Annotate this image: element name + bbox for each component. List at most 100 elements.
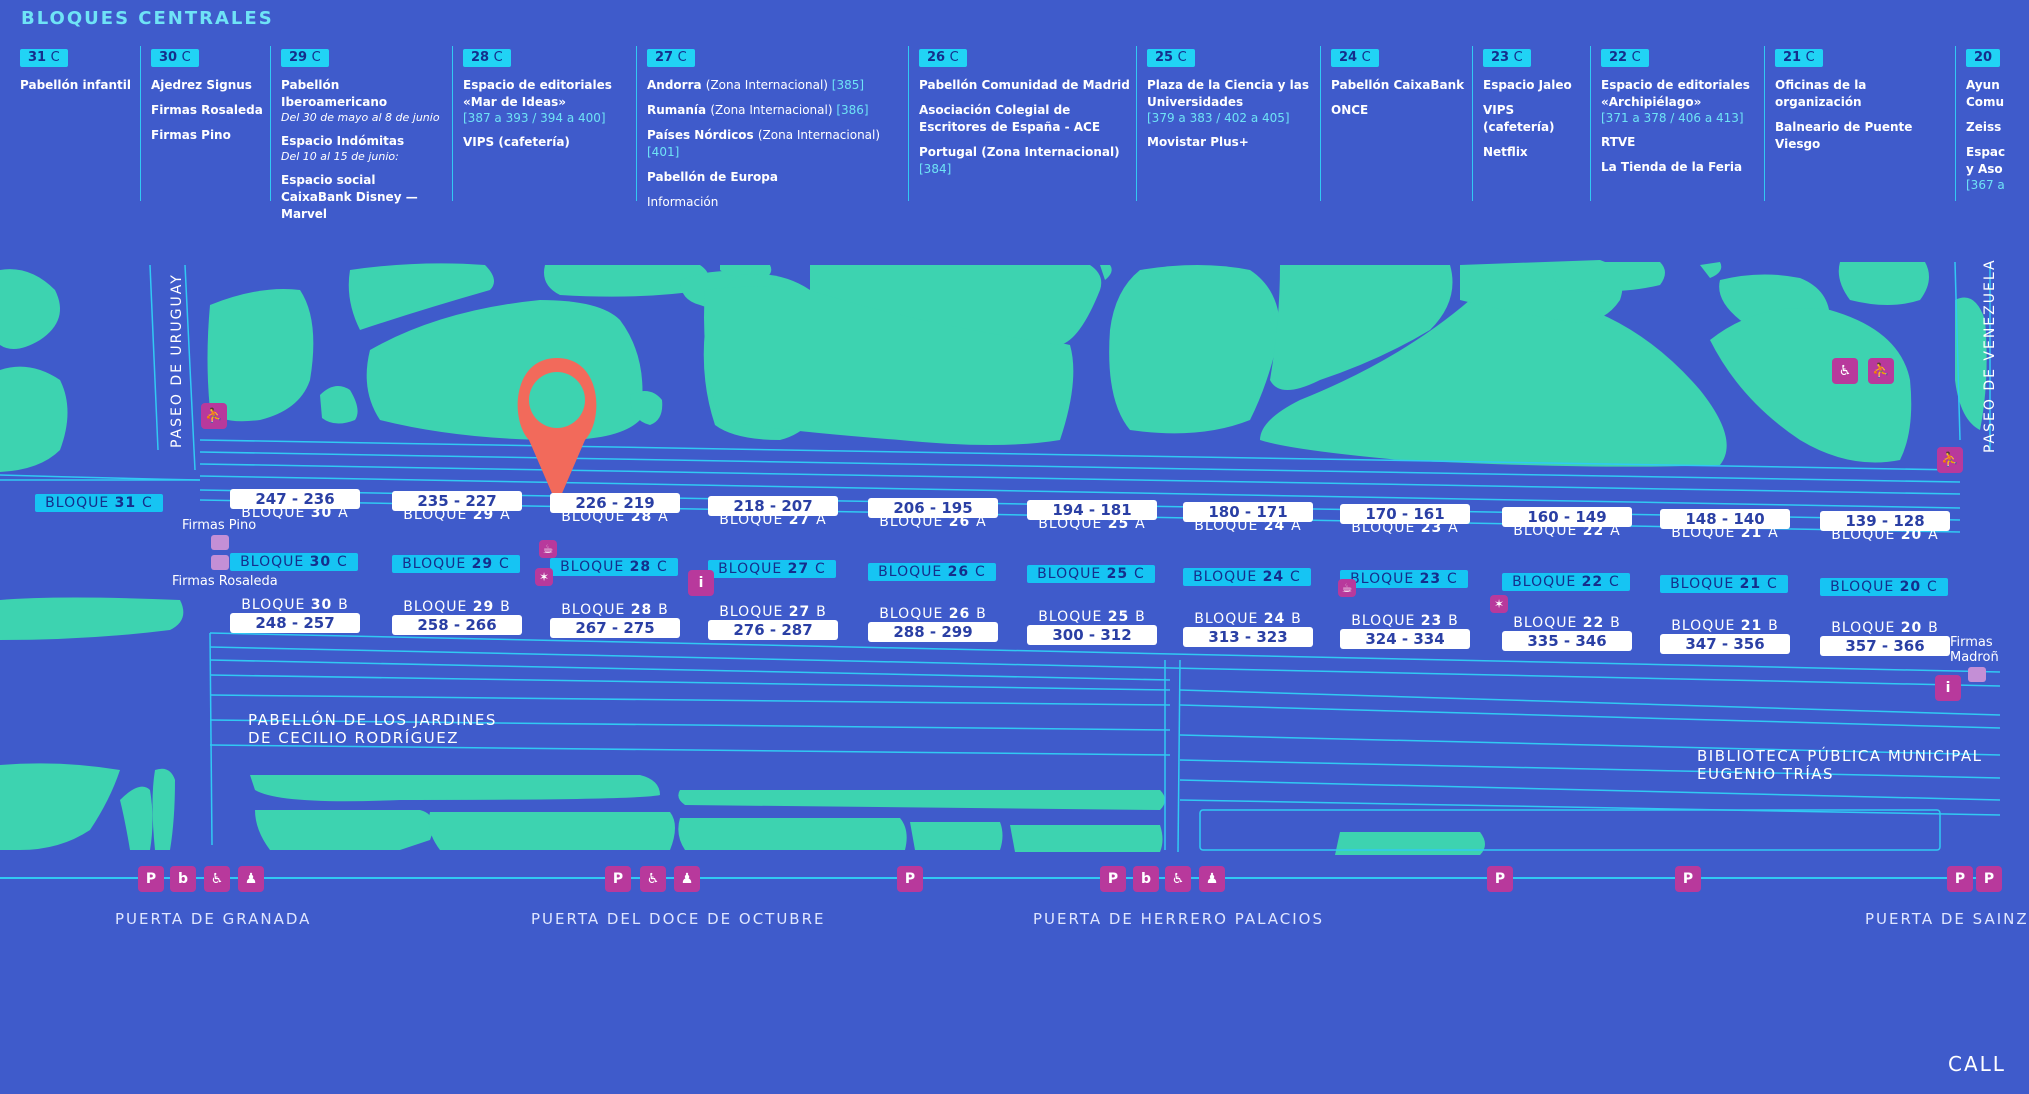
location-pin-icon [517,358,597,505]
entry-zone: (Zona Internacional) [757,128,881,142]
block-word: BLOQUE [1512,573,1582,590]
block-c-24: BLOQUE 24 C [1183,567,1311,586]
block-c-21: BLOQUE 21 C [1660,575,1788,593]
stand-range-20a: 139 - 128 [1820,511,1950,531]
block-letter: A [1610,522,1621,539]
block-tag-letter: C [1361,50,1371,65]
block-tag-letter: C [493,50,503,65]
block-word: BLOQUE [403,507,473,524]
column-entry: Portugal (Zona Internacional) [384] [919,144,1133,178]
block-label-21a: BLOQUE 21 A [1660,525,1790,541]
block-word: BLOQUE [1350,571,1420,587]
column-entry: Firmas Pino [151,128,231,142]
block-word: BLOQUE [1194,610,1264,627]
block-letter: C [142,495,153,511]
block-word: BLOQUE [1193,568,1263,585]
block-word: BLOQUE [1831,527,1901,543]
block-tag-number: 23 [1491,50,1514,65]
block-tag-number: 21 [1783,50,1806,65]
accessible-icon: ♿ [1165,866,1191,892]
block-letter: A [658,509,669,526]
block-number: 26 [948,606,977,623]
block-number: 25 [1107,516,1136,532]
block-number: 29 [471,556,500,572]
column-entry: Pabellón Iberoamericano [281,78,388,109]
block-tag-number: 22 [1609,50,1632,65]
stand-range-30b: 248 - 257 [230,613,360,633]
block-word: BLOQUE [241,505,311,521]
block-label-28b: BLOQUE 28 B [550,602,680,618]
column-entry: Ayun Comu [1966,78,2005,109]
parking-icon: P [605,866,631,892]
block-label-20a: BLOQUE 20 A [1820,527,1950,543]
block-tag-number: 29 [289,50,312,65]
accessible-icon: ♿ [1832,358,1858,384]
bicimad-icon: b [170,866,196,892]
block-label-22b: BLOQUE 22 B [1502,615,1632,631]
block-letter: B [1448,613,1459,630]
block-word: BLOQUE [1513,522,1583,539]
pedestrian-icon: ♟ [1199,866,1225,892]
cafe-icon: ☕ [539,540,557,558]
block-number: 21 [1740,617,1769,634]
block-tag-letter: C [50,50,60,65]
column-entry: La Tienda de la Feria [1601,160,1743,174]
stand-range-21a: 148 - 140 [1660,508,1790,529]
entry-name: Países Nórdicos [647,128,758,142]
signing-marker-pino [211,535,229,550]
block-word: BLOQUE [1513,615,1583,632]
block-label-25b: BLOQUE 25 B [1027,609,1157,625]
column-entry: Oficinas de la organización [1775,78,1867,109]
column-entry: Movistar Plus+ [1147,135,1249,149]
park-areas [0,260,1987,855]
block-label-25a: BLOQUE 25 A [1027,516,1157,532]
stand-range-27a: 218 - 207 [708,495,838,516]
block-letter: B [1928,620,1939,636]
block-word: BLOQUE [561,601,631,618]
block-tag: 28 C [463,49,511,67]
block-number: 27 [788,603,817,620]
block-tag: 21 C [1775,49,1823,67]
block-number: 26 [947,563,976,580]
column-entry: VIPS (cafetería) [1483,103,1555,134]
stand-range-24a: 180 - 171 [1183,502,1313,523]
stand-range-21b: 347 - 356 [1660,633,1790,654]
block-tag: 22 C [1601,49,1649,67]
block-label-29b: BLOQUE 29 B [392,599,522,615]
pedestrian-icon: ♟ [674,866,700,892]
pavilion-label-right: BIBLIOTECA PÚBLICA MUNICIPAL EUGENIO TRÍ… [1697,747,1983,783]
block-letter: B [1135,608,1146,625]
block-label-21b: BLOQUE 21 B [1660,618,1790,634]
restroom-icon: ⛹ [1868,358,1894,384]
column-entry: Balneario de Puente Viesgo [1775,120,1913,151]
block-letter: B [338,597,349,613]
entry-range: [401] [647,145,680,159]
block-letter: A [976,513,987,530]
block-label-24a: BLOQUE 24 A [1183,518,1313,534]
block-letter: C [1447,571,1458,587]
block-word: BLOQUE [719,603,789,620]
cafe-icon: ☕ [1338,579,1356,597]
entry-name: Portugal (Zona Internacional) [919,145,1120,159]
block-c-29: BLOQUE 29 C [392,555,520,573]
stand-range-24b: 313 - 323 [1183,626,1313,647]
block-number: 30 [310,597,339,613]
block-c-30: BLOQUE 30 C [230,552,358,571]
stand-range-28a: 226 - 219 [550,493,680,514]
block-letter: C [1927,578,1938,595]
column-entry: Pabellón infantil [20,78,131,92]
stand-range-30a: 247 - 236 [230,489,360,509]
column-entry: Rumanía (Zona Internacional) [386] [647,102,904,119]
block-tag-letter: C [1631,50,1641,65]
parking-icon: P [897,866,923,892]
block-c-23: BLOQUE 23 C [1340,570,1468,588]
block-letter: C [1134,566,1145,582]
block-letter: A [1135,516,1146,532]
block-label-29a: BLOQUE 29 A [392,507,522,523]
